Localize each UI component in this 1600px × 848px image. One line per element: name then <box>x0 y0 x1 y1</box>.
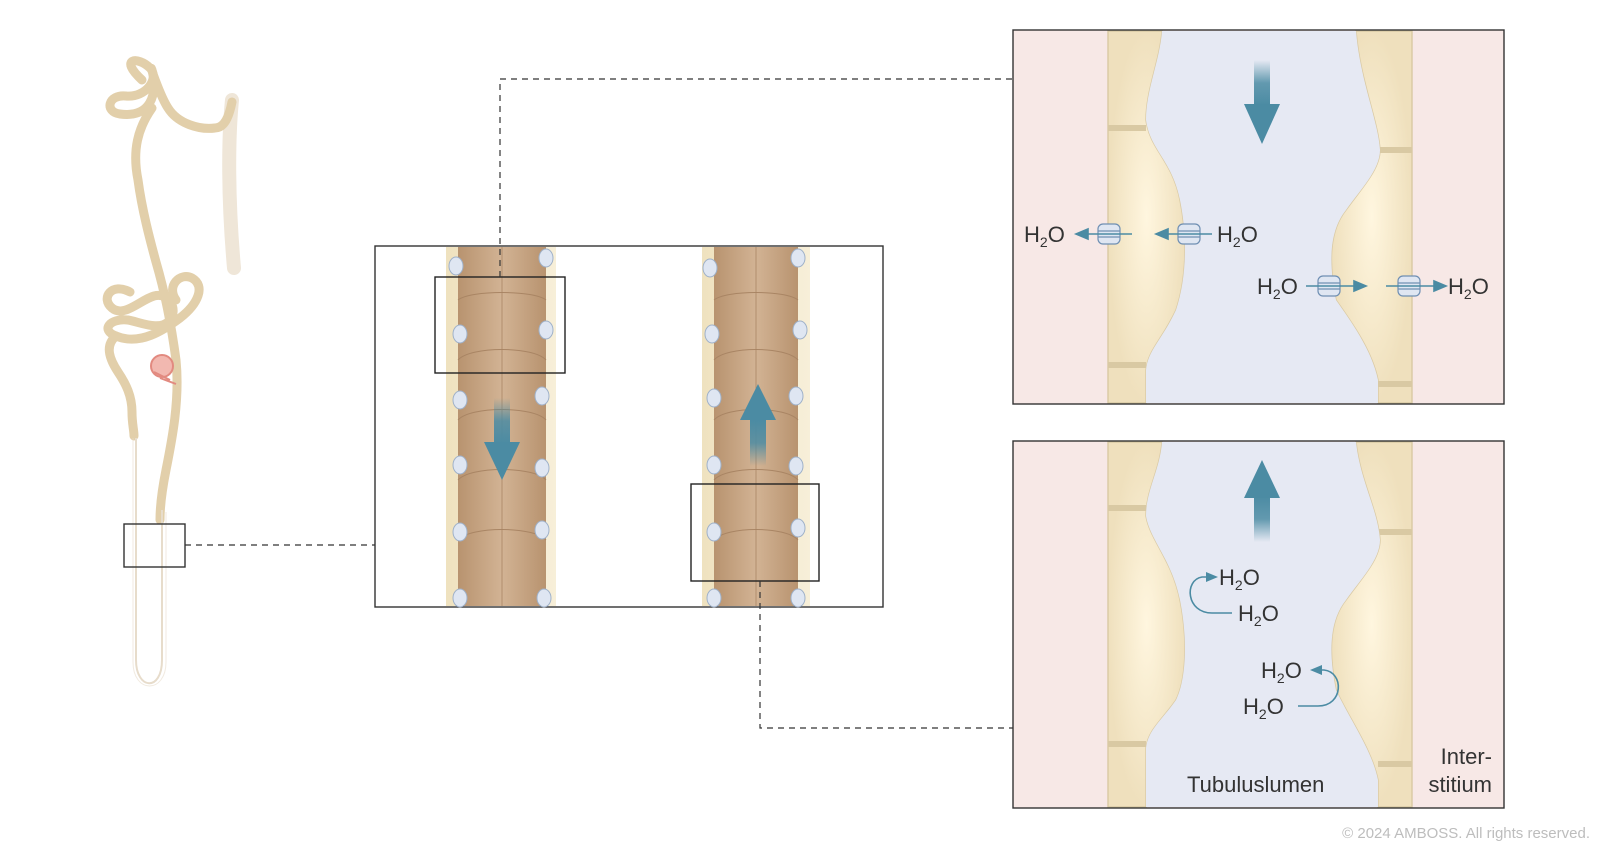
h2o-label: H2O <box>1257 274 1298 302</box>
copyright-notice: © 2024 AMBOSS. All rights reserved. <box>1342 825 1590 842</box>
water-reflect-arrows <box>1189 576 1340 707</box>
h2o-label: H2O <box>1219 565 1260 593</box>
selection-box-ascending <box>690 483 820 582</box>
lumen-label: Tubuluslumen <box>1187 772 1324 797</box>
descending-tube <box>446 247 556 608</box>
h2o-label-group-bottom: H2O H2O H2O H2O <box>1219 565 1302 722</box>
h2o-label: H2O <box>1238 601 1279 629</box>
interstitium-label-line2: stitium <box>1428 772 1492 797</box>
nephron-overview <box>102 56 241 687</box>
flow-down-arrow <box>494 398 510 444</box>
ascending-tube <box>702 247 810 608</box>
connector-bottom <box>759 581 1013 729</box>
tubule-detail-panel <box>374 245 884 608</box>
lumen-flow-up-arrow <box>1244 460 1280 498</box>
interstitium-label-line1: Inter- <box>1441 744 1492 769</box>
flow-up-arrow <box>740 384 776 420</box>
descending-limb-zoom-panel <box>1012 29 1505 405</box>
ascending-limb-zoom-panel <box>1012 440 1505 809</box>
aquaporin-channels <box>1097 223 1421 297</box>
lumen-flow-down-arrow <box>1254 60 1270 106</box>
connector-top <box>499 78 1013 277</box>
